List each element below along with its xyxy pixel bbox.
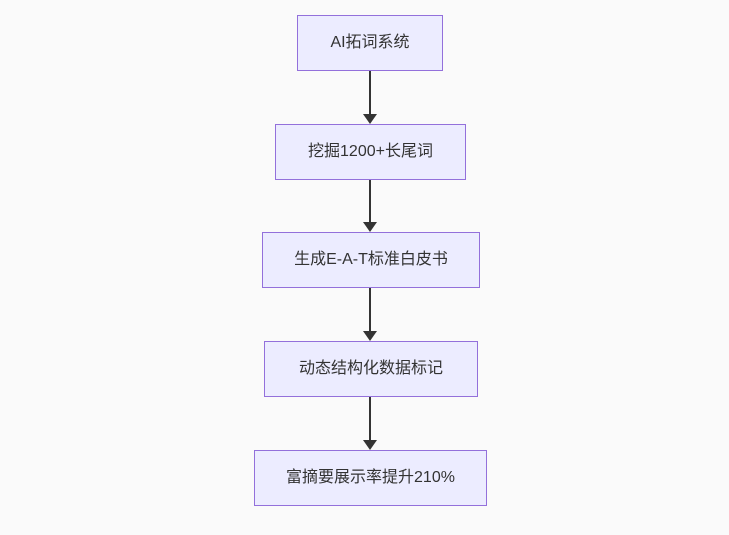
flow-arrow-n3-n4 <box>363 288 377 341</box>
flow-node-rich-snippet-result: 富摘要展示率提升210% <box>254 450 487 506</box>
arrowhead-down-icon <box>363 114 377 124</box>
flow-arrow-n4-n5 <box>363 397 377 450</box>
flow-node-label: 动态结构化数据标记 <box>298 360 443 378</box>
flow-node-structured-data-markup: 动态结构化数据标记 <box>264 341 478 397</box>
arrow-line <box>369 288 371 331</box>
flow-node-longtail-mining: 挖掘1200+长尾词 <box>275 124 466 180</box>
arrowhead-down-icon <box>363 222 377 232</box>
arrow-line <box>369 71 371 114</box>
arrow-line <box>369 397 371 440</box>
flow-arrow-n1-n2 <box>363 71 377 124</box>
flow-node-label: 挖掘1200+长尾词 <box>308 143 433 161</box>
arrow-line <box>369 180 371 222</box>
flow-node-label: 富摘要展示率提升210% <box>286 469 455 487</box>
flow-node-eat-whitepaper: 生成E-A-T标准白皮书 <box>262 232 480 288</box>
flow-node-ai-word-system: AI拓词系统 <box>297 15 443 71</box>
flow-node-label: 生成E-A-T标准白皮书 <box>294 251 448 269</box>
flow-node-label: AI拓词系统 <box>330 34 410 52</box>
arrowhead-down-icon <box>363 331 377 341</box>
arrowhead-down-icon <box>363 440 377 450</box>
flow-arrow-n2-n3 <box>363 180 377 232</box>
